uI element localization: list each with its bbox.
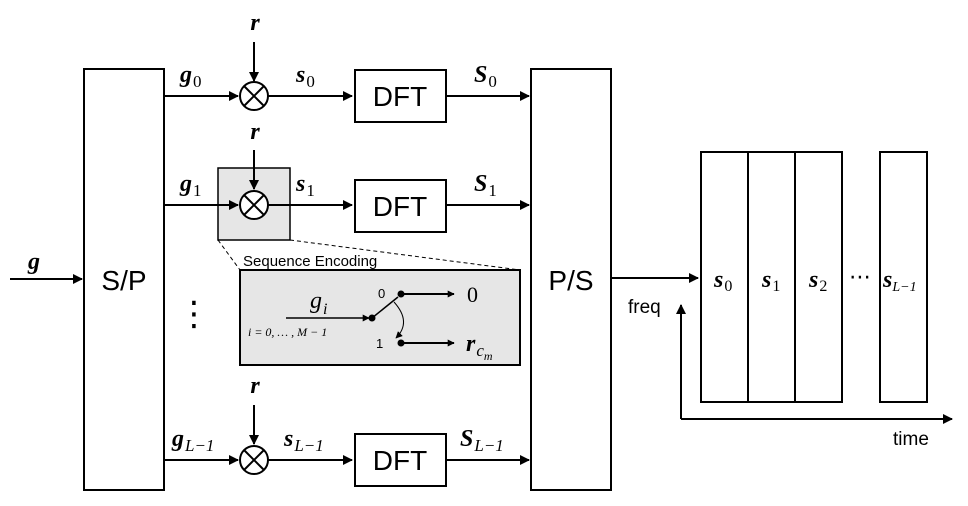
frame-slot-1 (747, 151, 796, 403)
frame-slot-last-label: sL−1 (882, 267, 917, 295)
ps-label: P/S (548, 265, 593, 296)
vertical-ellipsis: ⋮ (177, 295, 211, 333)
inset-gi-label: gi (310, 288, 327, 318)
branch1-r-label: r (250, 119, 260, 145)
branchL-r-label: r (250, 373, 260, 399)
branchL-s-label: sL−1 (283, 426, 324, 455)
branch0-S-label: S0 (474, 62, 497, 91)
input-g-label: g (27, 249, 40, 275)
switch-out0-label: 0 (467, 282, 478, 307)
branch0-g-label: g0 (179, 62, 202, 91)
ps-block (530, 68, 612, 491)
frame-slot-0-label: s0 (713, 267, 732, 295)
branchL-dft-label: DFT (373, 445, 427, 476)
branch0-s-label: s0 (295, 62, 315, 91)
frame-ellipsis: ⋯ (849, 264, 871, 289)
branchL-dft-block (354, 433, 447, 487)
branch1-g-label: g1 (179, 171, 202, 200)
zoom-guide-left (217, 239, 241, 271)
frame-slot-1-label: s1 (761, 267, 780, 295)
sp-block (83, 68, 165, 491)
sp-label: S/P (101, 265, 146, 296)
branchL-multiplier-cross-b (243, 449, 265, 471)
switch-pos1-label: 1 (376, 336, 383, 351)
branch1-s-label: s1 (295, 171, 315, 200)
frame-slot-0 (700, 151, 749, 403)
inset-title: Sequence Encoding (243, 253, 377, 270)
branch1-dft-label: DFT (373, 191, 427, 222)
switch-out1-label: rcm (466, 331, 493, 363)
switch-toggle-arc (393, 301, 404, 339)
zoom-guide-right (289, 239, 521, 271)
frame-slot-2-label: s2 (808, 267, 827, 295)
frame-slot-last (879, 151, 928, 403)
branch0-r-label: r (250, 10, 260, 36)
frame-slot-2 (794, 151, 843, 403)
branchL-S-label: SL−1 (460, 426, 504, 455)
branch1-S-label: S1 (474, 171, 497, 200)
switch-pos0-label: 0 (378, 286, 385, 301)
branch1-dft-block (354, 179, 447, 233)
branch0-dft-label: DFT (373, 81, 427, 112)
branchL-g-label: gL−1 (171, 426, 214, 455)
freq-axis-label: freq (628, 297, 661, 318)
time-axis-label: time (893, 429, 929, 450)
branch0-multiplier-cross-b (243, 85, 265, 107)
branch0-dft-block (354, 69, 447, 123)
switch-blade (371, 296, 399, 319)
branch1-multiplier-cross-b (243, 194, 265, 216)
inset-range-label: i = 0, … , M − 1 (248, 325, 327, 339)
